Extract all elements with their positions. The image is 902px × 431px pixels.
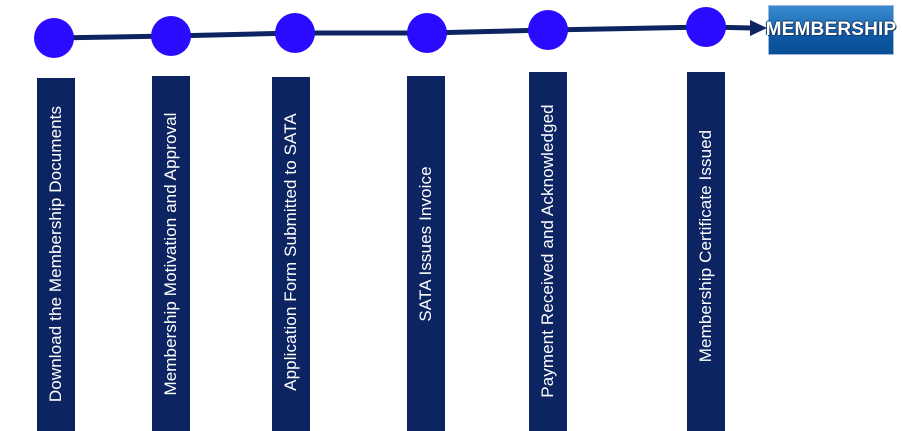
step-bar-5: Payment Received and Acknowledged [529,72,567,431]
connector-5 [547,24,707,33]
step-node-5 [528,10,568,50]
connector-2 [170,30,296,39]
step-bar-3: Application Form Submitted to SATA [272,77,310,431]
membership-badge: MEMBERSHIP [765,5,897,55]
step-node-2 [151,16,191,56]
step-bar-2: Membership Motivation and Approval [152,76,190,431]
step-node-1 [34,18,74,58]
step-node-3 [275,13,315,53]
step-node-4 [407,13,447,53]
step-bar-1: Download the Membership Documents [37,78,75,431]
connector-4 [426,27,549,36]
arrowhead-icon [750,20,767,36]
step-label-1: Download the Membership Documents [46,105,65,403]
step-label-3: Application Form Submitted to SATA [281,113,300,391]
step-label-6: Membership Certificate Issued [696,129,715,363]
step-bar-4: SATA Issues Invoice [407,76,445,431]
step-label-2: Membership Motivation and Approval [161,112,180,396]
step-bar-6: Membership Certificate Issued [687,72,725,431]
step-label-5: Payment Received and Acknowledged [538,104,557,398]
step-node-6 [686,7,726,47]
step-label-4: SATA Issues Invoice [416,166,435,322]
membership-badge-label: MEMBERSHIP [765,19,897,40]
timeline-track [34,7,767,58]
